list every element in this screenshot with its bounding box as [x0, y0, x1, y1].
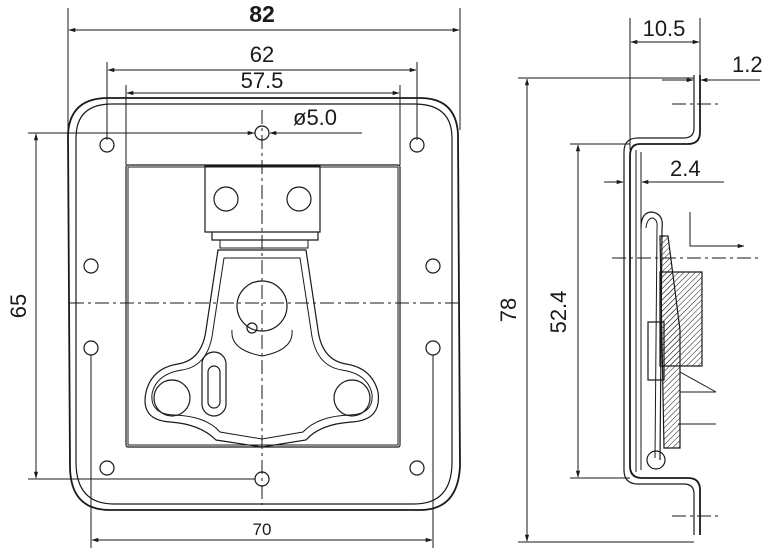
side-view: 10.5 1.2 2.4 78 52.4: [496, 16, 763, 543]
dim-hole-diameter: ø5.0: [293, 105, 337, 130]
handle-slot: [201, 351, 227, 417]
outer-plate-outline: [67, 97, 461, 511]
bottom-curl: [646, 450, 666, 470]
latch-lobe-left: [153, 379, 191, 417]
mounting-hole-bl: [99, 460, 115, 476]
hinge-bracket: [204, 165, 321, 249]
dim-hole-spacing-62: 62: [250, 42, 274, 67]
dim-height-65: 65: [6, 294, 31, 318]
latch-body: [144, 249, 380, 448]
section-arrow: [689, 212, 745, 249]
handle-slot-inner: [207, 365, 221, 409]
dish-outline: [75, 103, 453, 505]
latch-lobe-right: [333, 379, 371, 417]
recess-inner: [127, 166, 399, 446]
mounting-hole-lr: [425, 340, 441, 356]
dim-offset-2-4: 2.4: [670, 156, 701, 181]
hinge-curl: [640, 211, 663, 461]
side-profile-outer: [629, 75, 701, 535]
dim-depth-10-5: 10.5: [643, 16, 686, 41]
dim-bottom-spacing-70: 70: [253, 520, 272, 539]
latch-lever: [659, 235, 681, 449]
mounting-hole-tl: [99, 137, 115, 153]
side-profile-inner: [623, 75, 695, 535]
mounting-hole-mr: [425, 258, 441, 274]
front-view: 82 62 57.5 ø5.0 65 70: [6, 1, 461, 548]
dim-height-78: 78: [496, 298, 521, 322]
dim-inner-height-52-4: 52.4: [546, 291, 571, 334]
latch-body-inner: [151, 257, 373, 440]
latch-cam-block: [647, 321, 665, 381]
mounting-hole-tr: [409, 137, 425, 153]
dim-thickness-1-2: 1.2: [732, 52, 763, 77]
cam-pin: [246, 322, 258, 334]
mounting-hole-ll: [83, 340, 99, 356]
mounting-hole-ml: [83, 258, 99, 274]
mounting-hole-br: [409, 460, 425, 476]
dim-overall-width: 82: [249, 1, 275, 27]
dim-inner-width: 57.5: [241, 68, 284, 93]
recess-outline: [125, 164, 401, 448]
hinge-curl-inner: [645, 217, 658, 459]
